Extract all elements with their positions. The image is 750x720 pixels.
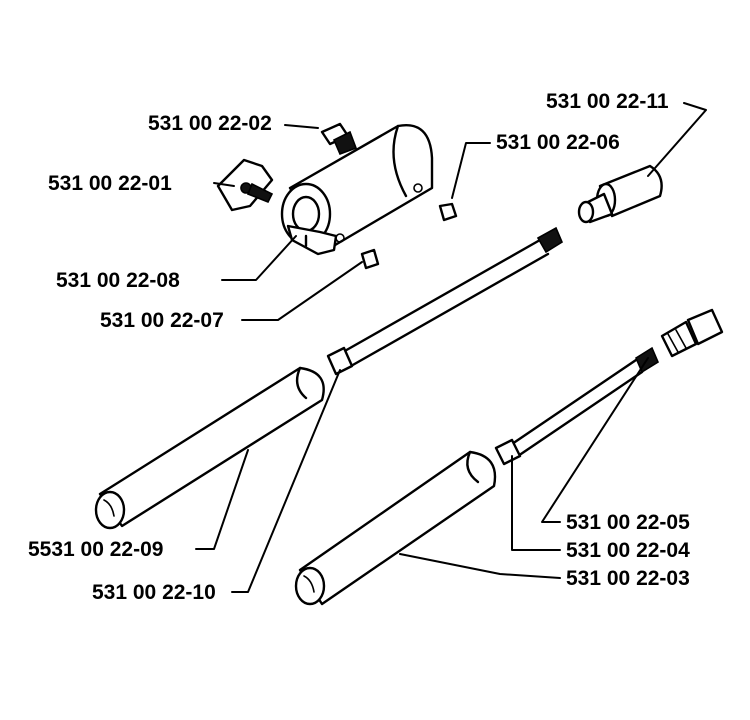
label-531-00-22-05: 531 00 22-05 [566,511,690,534]
label-531-00-22-02: 531 00 22-02 [148,112,272,135]
bracket-01 [216,158,274,212]
leader-lines [195,102,707,593]
part-labels: 531 00 22-02 531 00 22-01 531 00 22-06 5… [28,90,690,604]
label-5531-00-22-09: 5531 00 22-09 [28,538,163,561]
screw-02 [320,122,358,156]
label-531-00-22-11: 531 00 22-11 [546,90,669,113]
nut-06 [438,202,458,222]
coupling-11 [577,164,663,224]
label-531-00-22-08: 531 00 22-08 [56,269,180,292]
label-531-00-22-06: 531 00 22-06 [496,131,620,154]
tube-09 [94,366,325,530]
coupling-05 [660,308,724,358]
tube-03 [294,450,497,606]
drive-shaft-04 [494,346,660,466]
label-531-00-22-03: 531 00 22-03 [566,567,690,590]
label-531-00-22-07: 531 00 22-07 [100,309,224,332]
label-531-00-22-04: 531 00 22-04 [566,539,690,562]
motor-housing [280,123,434,256]
drive-shaft-10 [326,226,564,376]
label-531-00-22-10: 531 00 22-10 [92,581,216,604]
label-531-00-22-01: 531 00 22-01 [48,172,172,195]
nut-07 [360,248,380,270]
